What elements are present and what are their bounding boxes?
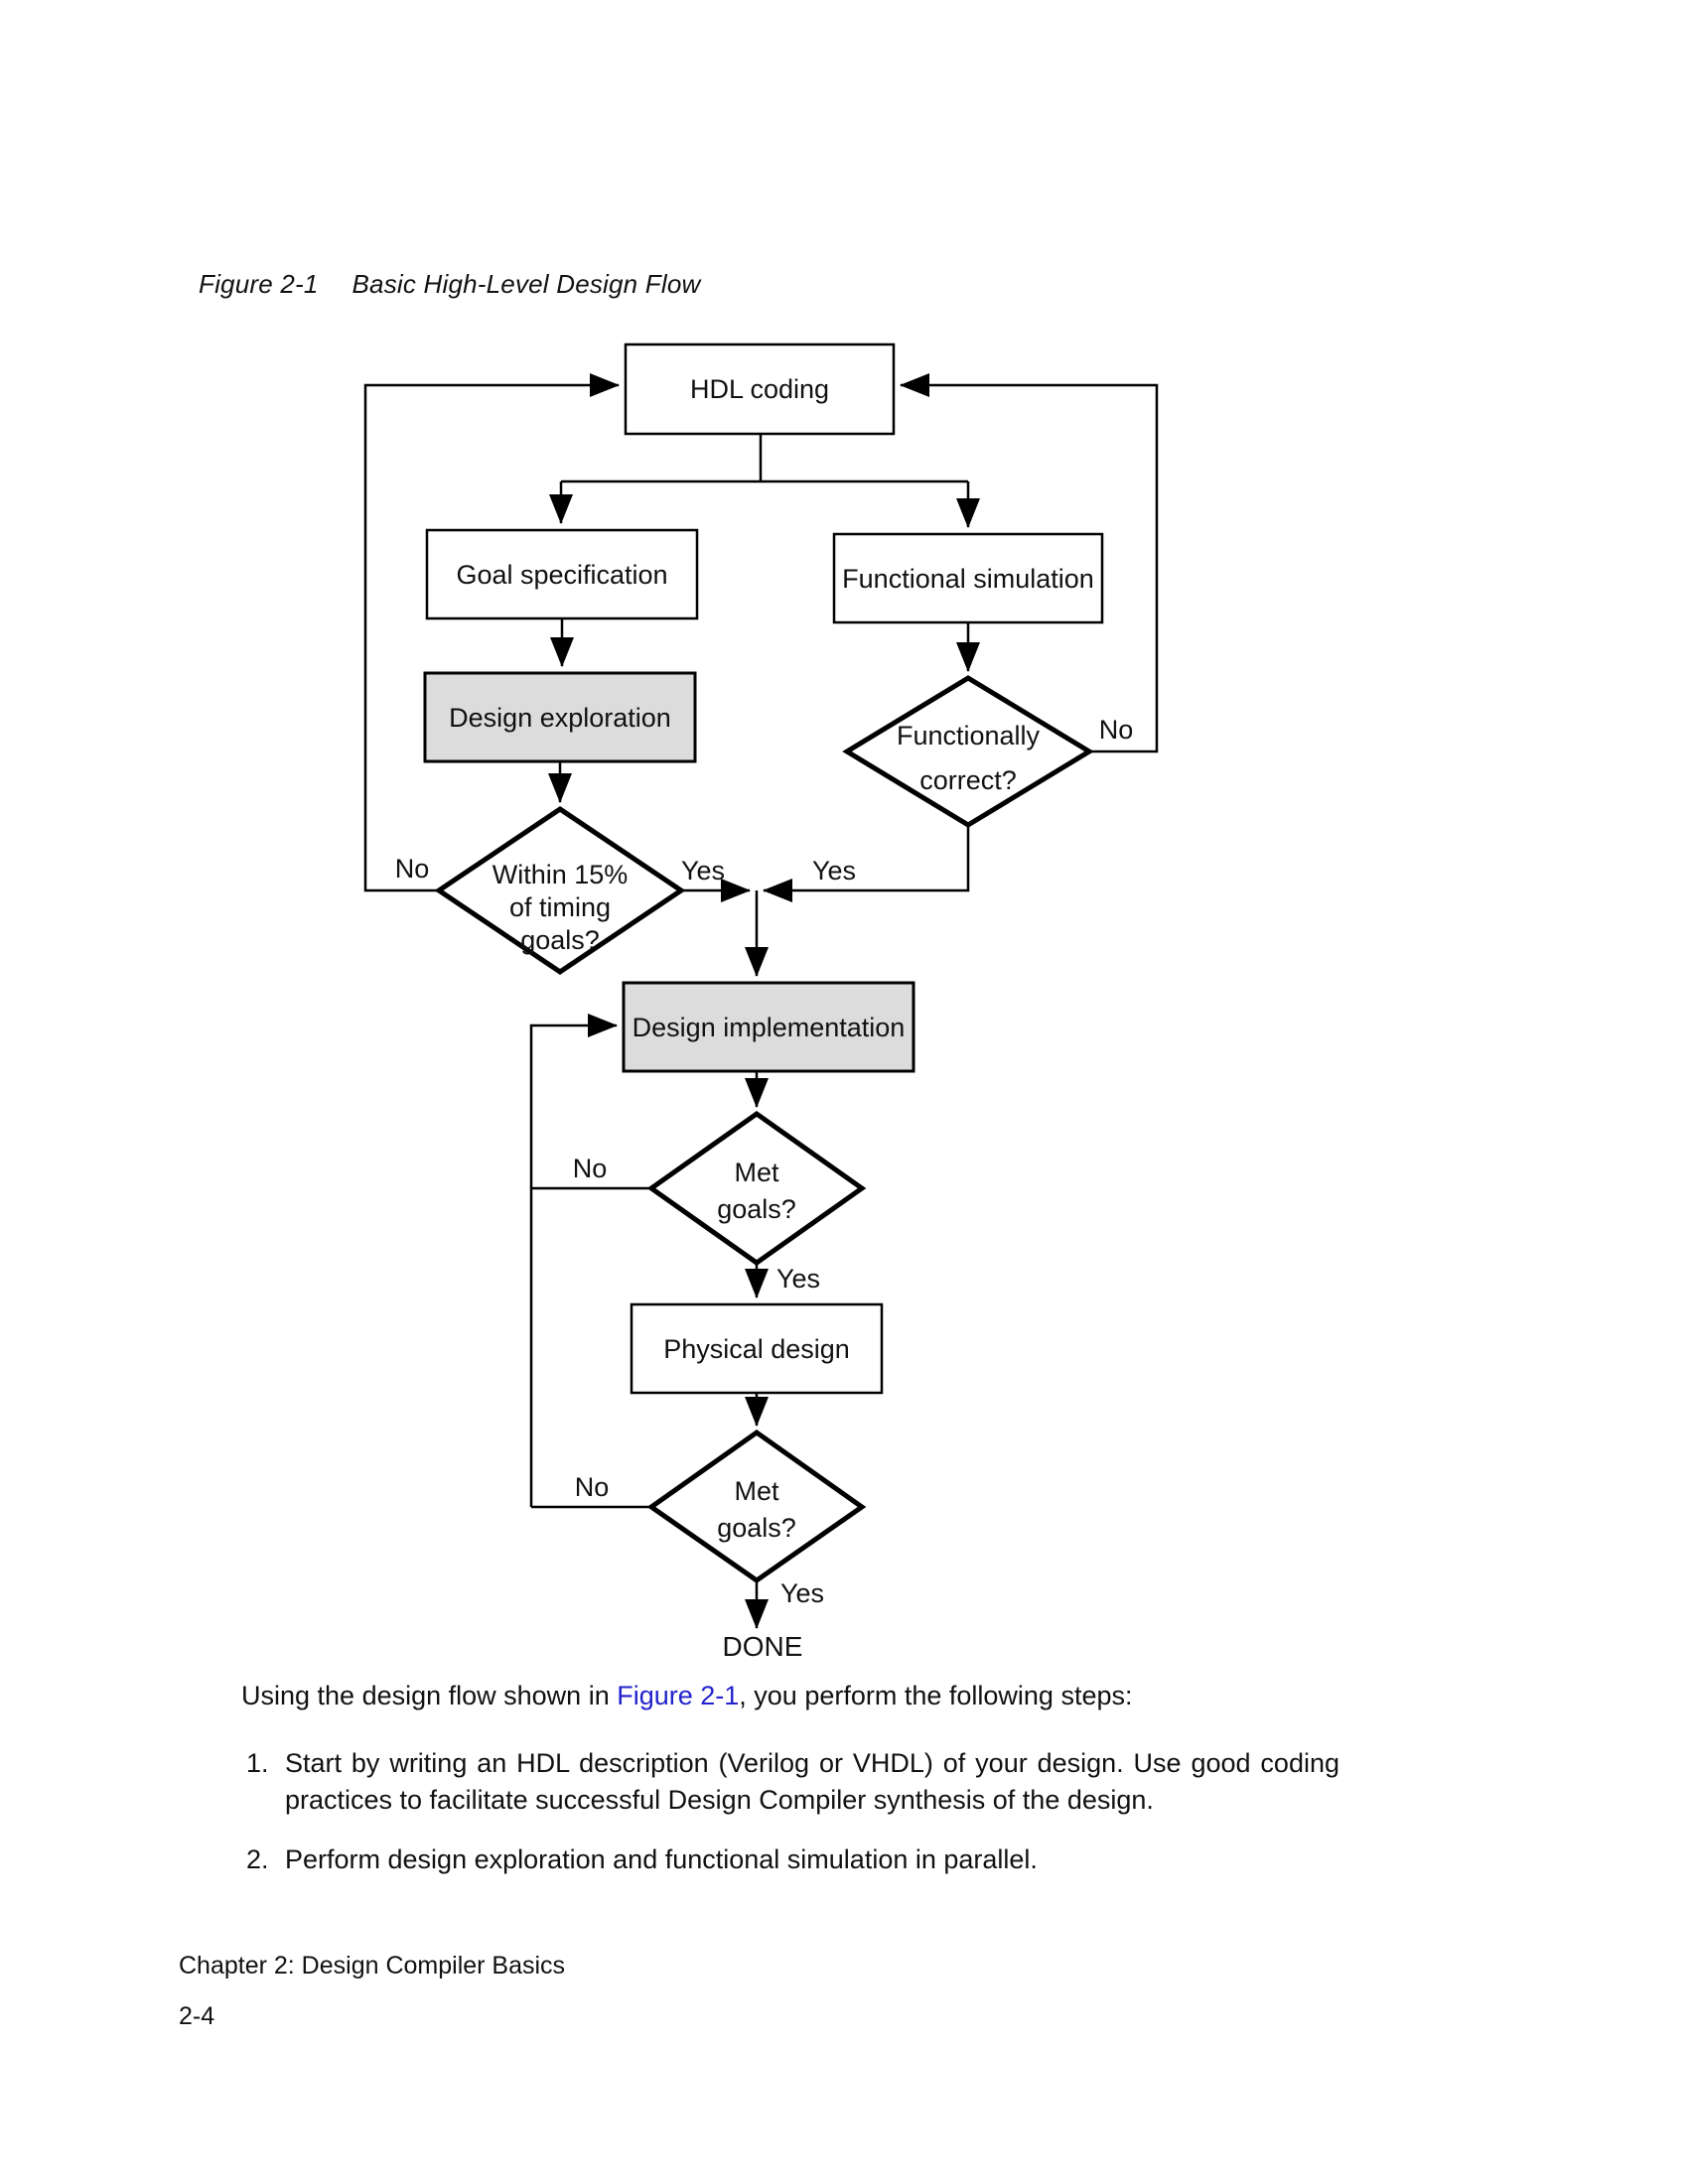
design-flow-diagram: HDL coding Goal specification Functional… — [363, 342, 1159, 1662]
figure-link[interactable]: Figure 2-1 — [617, 1681, 740, 1710]
node-design-exploration: Design exploration — [423, 671, 697, 763]
label-within-yes: Yes — [681, 856, 725, 886]
node-hdl-coding-label: HDL coding — [690, 374, 829, 404]
decision-functionally-correct-line1: Functionally — [897, 721, 1041, 751]
label-met1-yes: Yes — [776, 1264, 820, 1294]
edge-funccorrect-no-loop — [900, 373, 1159, 753]
intro-paragraph: Using the design flow shown in Figure 2-… — [241, 1678, 1482, 1714]
decision-within-timing-line2: of timing — [509, 892, 611, 922]
node-physical-design-label: Physical design — [663, 1334, 850, 1364]
decision-within-timing: Within 15% of timing goals? — [434, 805, 686, 976]
decision-met-goals-1-line2: goals? — [717, 1194, 796, 1224]
node-hdl-coding: HDL coding — [624, 342, 896, 436]
edge-funccorrect-yes — [763, 825, 970, 902]
node-goal-specification: Goal specification — [425, 528, 699, 620]
list-item-2-number: 2. — [246, 1844, 269, 1874]
list-item-2: 2. Perform design exploration and functi… — [246, 1842, 1339, 1878]
node-functional-simulation-label: Functional simulation — [842, 564, 1094, 594]
node-design-implementation: Design implementation — [622, 981, 915, 1073]
label-met1-no: No — [573, 1154, 608, 1183]
decision-met-goals-1: Met goals? — [646, 1110, 867, 1267]
list-item-1-text: Start by writing an HDL description (Ver… — [285, 1748, 1339, 1815]
label-within-no: No — [395, 854, 430, 884]
intro-paragraph-post: , you perform the following steps: — [739, 1681, 1133, 1710]
decision-within-timing-line3: goals? — [520, 925, 600, 955]
list-item-1-number: 1. — [246, 1748, 269, 1778]
node-physical-design: Physical design — [630, 1302, 884, 1395]
edge-no-feedback-to-impl — [529, 1014, 618, 1507]
label-functionally-yes: Yes — [812, 856, 856, 886]
decision-met-goals-2: Met goals? — [646, 1429, 867, 1584]
figure-caption: Figure 2-1 Basic High-Level Design Flow — [199, 269, 700, 300]
decision-met-goals-2-line1: Met — [734, 1476, 779, 1506]
decision-functionally-correct-line2: correct? — [919, 765, 1017, 795]
node-design-exploration-label: Design exploration — [449, 703, 671, 733]
node-done-label: DONE — [723, 1631, 803, 1662]
label-met2-yes: Yes — [780, 1578, 824, 1608]
footer-chapter: Chapter 2: Design Compiler Basics — [179, 1952, 566, 1979]
node-functional-simulation: Functional simulation — [832, 532, 1104, 624]
list-item-2-text: Perform design exploration and functiona… — [285, 1844, 1038, 1874]
intro-paragraph-pre: Using the design flow shown in — [241, 1681, 618, 1710]
figure-label: Figure 2-1 — [199, 269, 319, 299]
decision-met-goals-2-line2: goals? — [717, 1513, 796, 1543]
decision-within-timing-line1: Within 15% — [492, 860, 629, 889]
decision-met-goals-1-line1: Met — [734, 1158, 779, 1187]
list-item-1: 1. Start by writing an HDL description (… — [246, 1745, 1339, 1819]
figure-title: Basic High-Level Design Flow — [352, 269, 701, 299]
node-goal-specification-label: Goal specification — [456, 560, 667, 590]
footer-page-number: 2-4 — [179, 2002, 215, 2030]
edge-within-no-loop — [363, 373, 620, 892]
label-met2-no: No — [575, 1472, 610, 1502]
label-functionally-no: No — [1099, 715, 1134, 745]
decision-functionally-correct: Functionally correct? — [842, 675, 1094, 828]
node-design-implementation-label: Design implementation — [633, 1013, 906, 1042]
